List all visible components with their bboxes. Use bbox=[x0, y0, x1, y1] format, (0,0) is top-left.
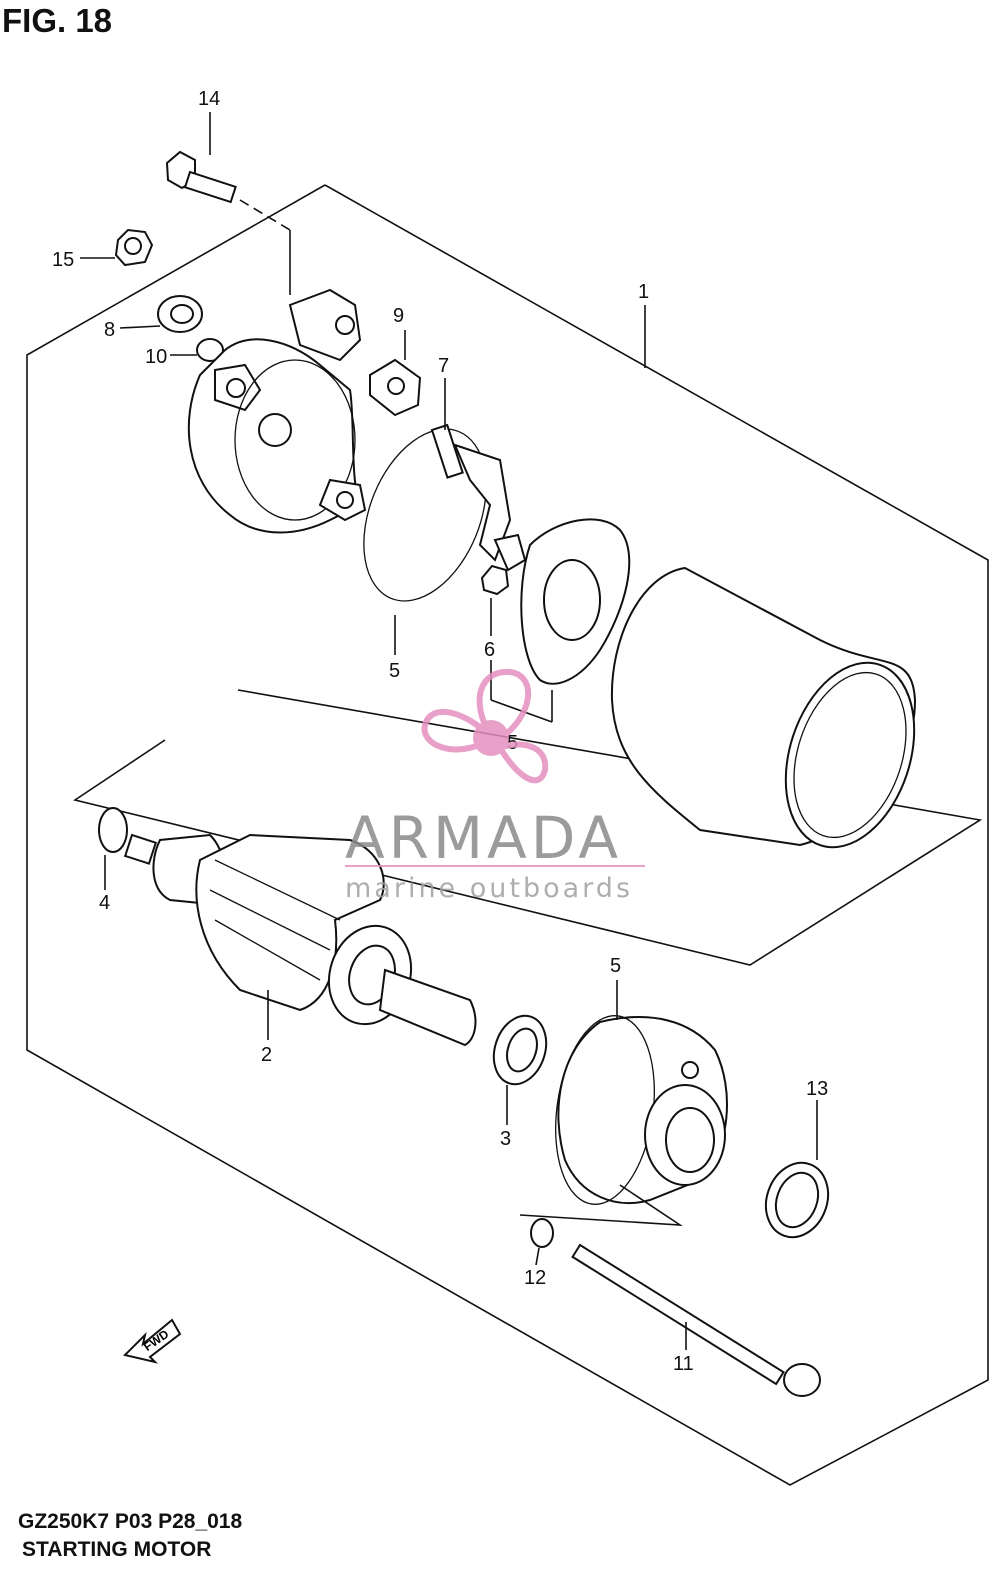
watermark-brand: ARMADA bbox=[345, 804, 622, 872]
washer-14-inner bbox=[774, 1171, 820, 1229]
watermark-tagline: marine outboards bbox=[345, 873, 633, 904]
callout-14: 13 bbox=[806, 1078, 828, 1100]
figure-name: STARTING MOTOR bbox=[22, 1538, 212, 1561]
callout-9: 8 bbox=[104, 319, 115, 341]
callout-2: 2 bbox=[261, 1044, 272, 1066]
through-bolt-12 bbox=[571, 1243, 821, 1397]
bolt-15 bbox=[165, 150, 291, 295]
callout-1: 1 bbox=[638, 281, 649, 303]
callout-16: 15 bbox=[52, 249, 74, 271]
figure-title: FIG. 18 bbox=[2, 2, 113, 39]
o-ring-11 bbox=[196, 338, 224, 362]
callout-3: 3 bbox=[500, 1128, 511, 1150]
leader-lines bbox=[80, 112, 818, 1350]
callout-10: 9 bbox=[393, 305, 404, 327]
callout-15: 14 bbox=[198, 88, 220, 110]
terminal-bracket-10 bbox=[369, 358, 422, 417]
brush-plate-6 bbox=[520, 518, 631, 685]
callout-11: 10 bbox=[145, 346, 167, 368]
rear-cover bbox=[187, 288, 367, 534]
callout-labels: 14 15 8 10 1 9 7 5 6 5 4 2 5 3 13 12 11 bbox=[52, 88, 828, 1375]
o-ring-13 bbox=[530, 1218, 554, 1248]
callout-12: 11 bbox=[673, 1353, 694, 1375]
washer-4 bbox=[98, 807, 128, 853]
propeller-logo-icon bbox=[421, 668, 549, 784]
front-cover bbox=[555, 1015, 728, 1205]
callout-5-upper: 5 bbox=[389, 660, 400, 682]
fwd-arrow-icon: FWD bbox=[123, 1318, 182, 1364]
callout-4: 4 bbox=[99, 892, 110, 914]
model-code: GZ250K7 P03 P28_018 bbox=[18, 1510, 243, 1533]
washer-9 bbox=[157, 295, 203, 333]
armada-watermark: ARMADA marine outboards bbox=[345, 668, 645, 904]
terminal-bolt-8 bbox=[430, 423, 512, 562]
oil-seal-3 bbox=[492, 1014, 548, 1086]
armature-2 bbox=[123, 833, 477, 1047]
o-ring-5-upper bbox=[363, 428, 487, 602]
assembly-boundary bbox=[26, 184, 989, 1486]
callout-5-lower: 5 bbox=[610, 955, 621, 977]
leader-13-group bbox=[519, 1184, 683, 1226]
yoke-housing bbox=[610, 566, 917, 849]
callout-7: 6 bbox=[484, 639, 495, 661]
nut-16 bbox=[114, 228, 154, 267]
callout-13: 12 bbox=[524, 1267, 546, 1289]
callout-8: 7 bbox=[438, 355, 449, 377]
